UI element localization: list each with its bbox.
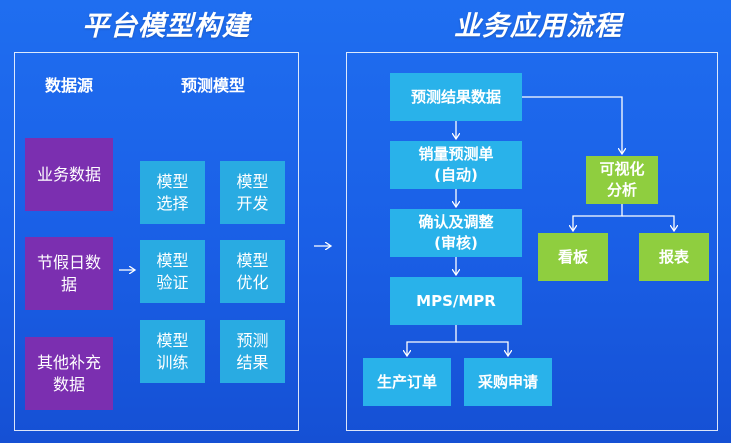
right-heading: 业务应用流程 xyxy=(454,11,622,42)
model-validate: 模型验证 xyxy=(140,240,205,303)
analysis-report: 报表 xyxy=(639,233,709,281)
arrow-analysis-to-report xyxy=(622,215,674,231)
source-other-data: 其他补充数据 xyxy=(25,337,113,410)
output-purchase-request: 采购申请 xyxy=(464,358,552,406)
step-confirm-adjust: 确认及调整(审核) xyxy=(390,209,522,257)
model-train: 模型训练 xyxy=(140,320,205,383)
model-select: 模型选择 xyxy=(140,161,205,224)
left-panel xyxy=(14,52,299,431)
left-heading: 平台模型构建 xyxy=(82,11,250,42)
prediction-result: 预测结果 xyxy=(220,320,285,383)
step-sales-forecast: 销量预测单(自动) xyxy=(390,141,522,189)
source-business-data: 业务数据 xyxy=(25,138,113,211)
arrow-mps-to-purchase xyxy=(456,341,508,356)
right-panel xyxy=(346,52,718,431)
arrow-mps-to-production xyxy=(407,325,457,356)
model-column-title: 预测模型 xyxy=(180,76,245,95)
output-production-order: 生产订单 xyxy=(363,358,451,406)
model-develop: 模型开发 xyxy=(220,161,285,224)
source-holiday-data: 节假日数据 xyxy=(25,237,113,310)
source-column-title: 数据源 xyxy=(44,76,93,95)
step-mps-mpr: MPS/MPR xyxy=(390,277,522,325)
arrow-data-to-analysis xyxy=(522,96,622,154)
visual-analysis: 可视化分析 xyxy=(586,156,658,204)
step-prediction-data: 预测结果数据 xyxy=(390,73,522,121)
analysis-dashboard: 看板 xyxy=(538,233,608,281)
model-optimize: 模型优化 xyxy=(220,240,285,303)
arrow-analysis-to-dashboard xyxy=(573,204,623,231)
